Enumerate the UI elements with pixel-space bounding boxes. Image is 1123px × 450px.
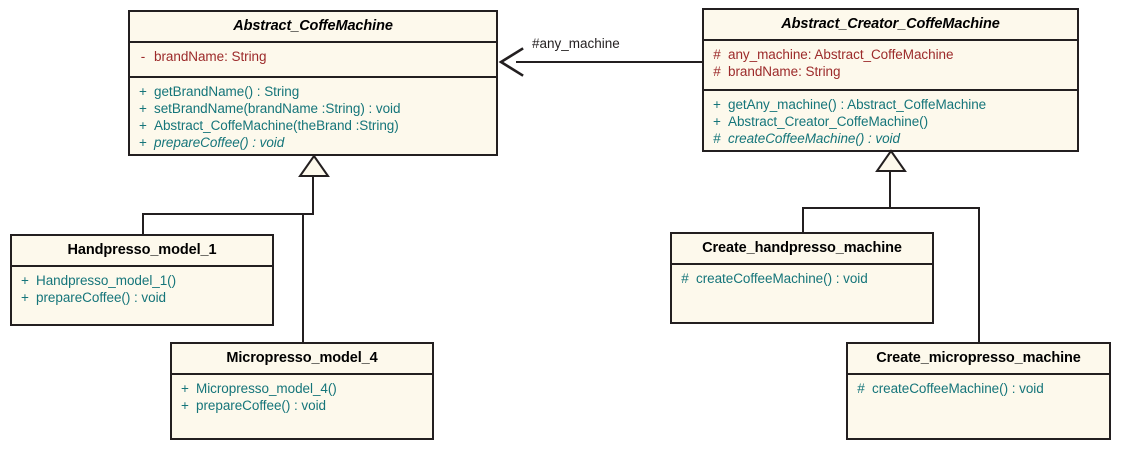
visibility-marker: #: [713, 47, 721, 62]
class-abstract-creator-coffemachine[interactable]: Abstract_Creator_CoffeMachine # any_mach…: [702, 8, 1079, 152]
visibility-marker: +: [139, 117, 147, 133]
method-label: setBrandName(brandName :String) : void: [154, 100, 401, 116]
generalization-drop-handpresso: [142, 213, 144, 236]
method-row: + getBrandName() : String: [132, 83, 494, 100]
class-title-create-handpresso-machine: Create_handpresso_machine: [672, 234, 932, 265]
methods-compartment-abstract-creator-coffemachine: + getAny_machine() : Abstract_CoffeMachi…: [704, 91, 1077, 150]
method-label: Abstract_Creator_CoffeMachine(): [728, 113, 929, 129]
method-label: createCoffeeMachine() : void: [872, 381, 1044, 396]
methods-compartment-create-micropresso-machine: # createCoffeeMachine() : void: [848, 375, 1109, 401]
generalization-drop-create-handpresso: [802, 207, 804, 234]
attribute-row: - brandName: String: [132, 48, 494, 65]
class-title-abstract-coffemachine: Abstract_CoffeMachine: [130, 12, 496, 43]
class-title-handpresso-model-1: Handpresso_model_1: [12, 236, 272, 267]
association-line-any-machine: [516, 61, 704, 63]
generalization-stem-left: [312, 175, 314, 215]
method-label: createCoffeeMachine() : void: [696, 271, 868, 286]
visibility-marker: -: [140, 49, 146, 64]
attribute-label: brandName: String: [154, 49, 267, 64]
method-row: + Abstract_Creator_CoffeMachine(): [706, 113, 1075, 130]
visibility-marker: #: [713, 64, 721, 79]
method-row: + Abstract_CoffeMachine(theBrand :String…: [132, 117, 494, 134]
attributes-compartment-abstract-creator-coffemachine: # any_machine: Abstract_CoffeMachine # b…: [704, 41, 1077, 91]
association-label-any-machine: #any_machine: [532, 36, 620, 51]
method-row: + setBrandName(brandName :String) : void: [132, 100, 494, 117]
visibility-marker: +: [139, 134, 147, 150]
visibility-marker: +: [713, 113, 721, 129]
generalization-triangle-icon-left: [298, 154, 330, 177]
generalization-branch-bar-right: [802, 207, 980, 209]
method-label: Handpresso_model_1(): [36, 273, 177, 288]
class-create-handpresso-machine[interactable]: Create_handpresso_machine # createCoffee…: [670, 232, 934, 324]
visibility-marker: +: [181, 381, 189, 396]
class-title-micropresso-model-4: Micropresso_model_4: [172, 344, 432, 375]
method-row-abstract: + prepareCoffee() : void: [132, 134, 494, 151]
generalization-triangle-icon-right: [875, 149, 907, 172]
visibility-marker: +: [139, 83, 147, 99]
method-label: prepareCoffee() : void: [36, 290, 166, 305]
attributes-compartment-abstract-coffemachine: - brandName: String: [130, 43, 496, 78]
visibility-marker: +: [181, 398, 189, 413]
method-label: createCoffeeMachine() : void: [728, 130, 900, 146]
method-row: + Micropresso_model_4(): [174, 380, 430, 397]
class-create-micropresso-machine[interactable]: Create_micropresso_machine # createCoffe…: [846, 342, 1111, 440]
class-title-abstract-creator-coffemachine: Abstract_Creator_CoffeMachine: [704, 10, 1077, 41]
method-row: + getAny_machine() : Abstract_CoffeMachi…: [706, 96, 1075, 113]
generalization-drop-micropresso: [302, 213, 304, 344]
visibility-marker: #: [713, 130, 721, 146]
class-micropresso-model-4[interactable]: Micropresso_model_4 + Micropresso_model_…: [170, 342, 434, 440]
methods-compartment-handpresso-model-1: + Handpresso_model_1() + prepareCoffee()…: [12, 267, 272, 310]
visibility-marker: +: [139, 100, 147, 116]
method-label: Abstract_CoffeMachine(theBrand :String): [154, 117, 399, 133]
attribute-row: # any_machine: Abstract_CoffeMachine: [706, 46, 1075, 63]
method-label: Micropresso_model_4(): [196, 381, 337, 396]
methods-compartment-micropresso-model-4: + Micropresso_model_4() + prepareCoffee(…: [172, 375, 432, 418]
visibility-marker: #: [857, 381, 865, 396]
visibility-marker: +: [21, 290, 29, 305]
class-abstract-coffemachine[interactable]: Abstract_CoffeMachine - brandName: Strin…: [128, 10, 498, 156]
method-row: + Handpresso_model_1(): [14, 272, 270, 289]
class-title-create-micropresso-machine: Create_micropresso_machine: [848, 344, 1109, 375]
association-open-arrow-icon: [498, 47, 524, 77]
visibility-marker: +: [713, 96, 721, 112]
generalization-drop-create-micropresso: [978, 207, 980, 344]
method-label: getAny_machine() : Abstract_CoffeMachine: [728, 96, 987, 112]
methods-compartment-abstract-coffemachine: + getBrandName() : String + setBrandName…: [130, 78, 496, 154]
method-row-abstract: # createCoffeeMachine() : void: [706, 130, 1075, 147]
attribute-label: brandName: String: [728, 64, 841, 79]
method-row: + prepareCoffee() : void: [174, 397, 430, 414]
method-row: + prepareCoffee() : void: [14, 289, 270, 306]
method-label: getBrandName() : String: [154, 83, 300, 99]
attribute-row: # brandName: String: [706, 63, 1075, 80]
method-label: prepareCoffee() : void: [154, 134, 285, 150]
method-row: # createCoffeeMachine() : void: [850, 380, 1107, 397]
visibility-marker: #: [681, 271, 689, 286]
class-handpresso-model-1[interactable]: Handpresso_model_1 + Handpresso_model_1(…: [10, 234, 274, 326]
visibility-marker: +: [21, 273, 29, 288]
method-label: prepareCoffee() : void: [196, 398, 326, 413]
generalization-stem-right: [889, 170, 891, 209]
attribute-label: any_machine: Abstract_CoffeMachine: [728, 47, 954, 62]
generalization-branch-bar-left: [142, 213, 314, 215]
methods-compartment-create-handpresso-machine: # createCoffeeMachine() : void: [672, 265, 932, 291]
method-row: # createCoffeeMachine() : void: [674, 270, 930, 287]
